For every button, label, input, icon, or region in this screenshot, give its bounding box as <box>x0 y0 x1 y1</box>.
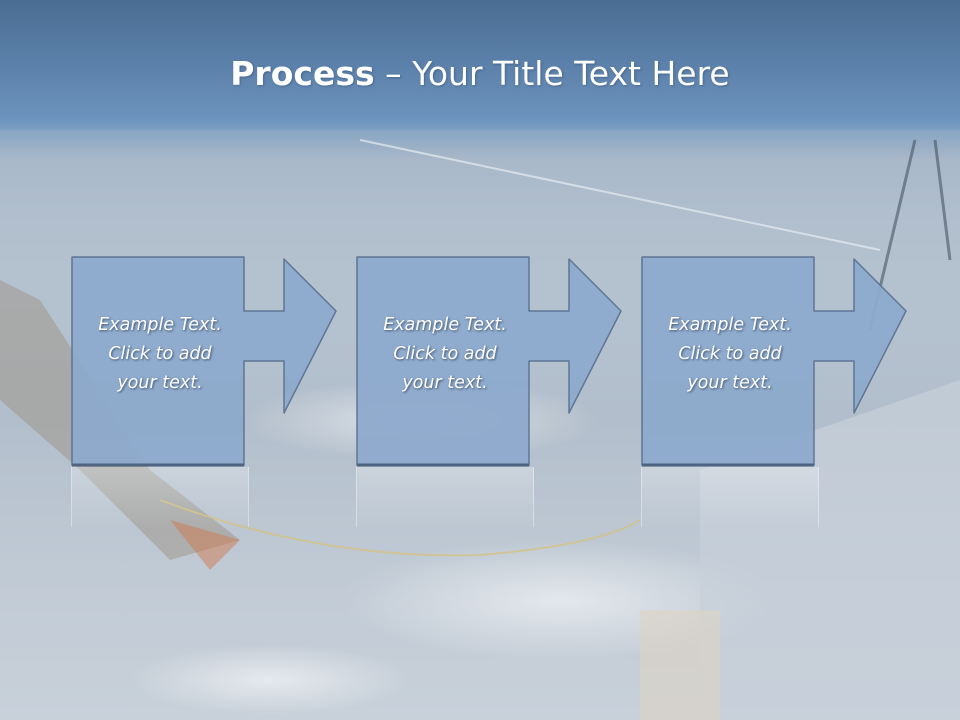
step-line-2: Click to add <box>393 344 497 364</box>
step-arrow-shape <box>641 256 907 467</box>
step-3-reflection <box>641 467 819 527</box>
step-line-3: your text. <box>117 373 203 393</box>
process-step-3[interactable]: Example Text. Click to add your text. <box>641 256 911 468</box>
step-text[interactable]: Example Text. Click to add your text. <box>645 311 815 398</box>
title-rest-part: – Your Title Text Here <box>374 54 730 93</box>
slide-title[interactable]: Process – Your Title Text Here <box>0 54 960 94</box>
step-arrow-shape <box>71 256 337 467</box>
step-line-1: Example Text. <box>98 315 222 335</box>
step-line-2: Click to add <box>678 344 782 364</box>
step-line-3: your text. <box>402 373 488 393</box>
step-line-2: Click to add <box>108 344 212 364</box>
step-2-reflection <box>356 467 534 527</box>
step-line-1: Example Text. <box>383 315 507 335</box>
process-step-2[interactable]: Example Text. Click to add your text. <box>356 256 626 468</box>
step-1-reflection <box>71 467 249 527</box>
process-step-1[interactable]: Example Text. Click to add your text. <box>71 256 341 468</box>
step-line-3: your text. <box>687 373 773 393</box>
step-text[interactable]: Example Text. Click to add your text. <box>360 311 530 398</box>
step-text[interactable]: Example Text. Click to add your text. <box>75 311 245 398</box>
step-line-1: Example Text. <box>668 315 792 335</box>
step-arrow-shape <box>356 256 622 467</box>
title-bold-part: Process <box>230 54 375 93</box>
